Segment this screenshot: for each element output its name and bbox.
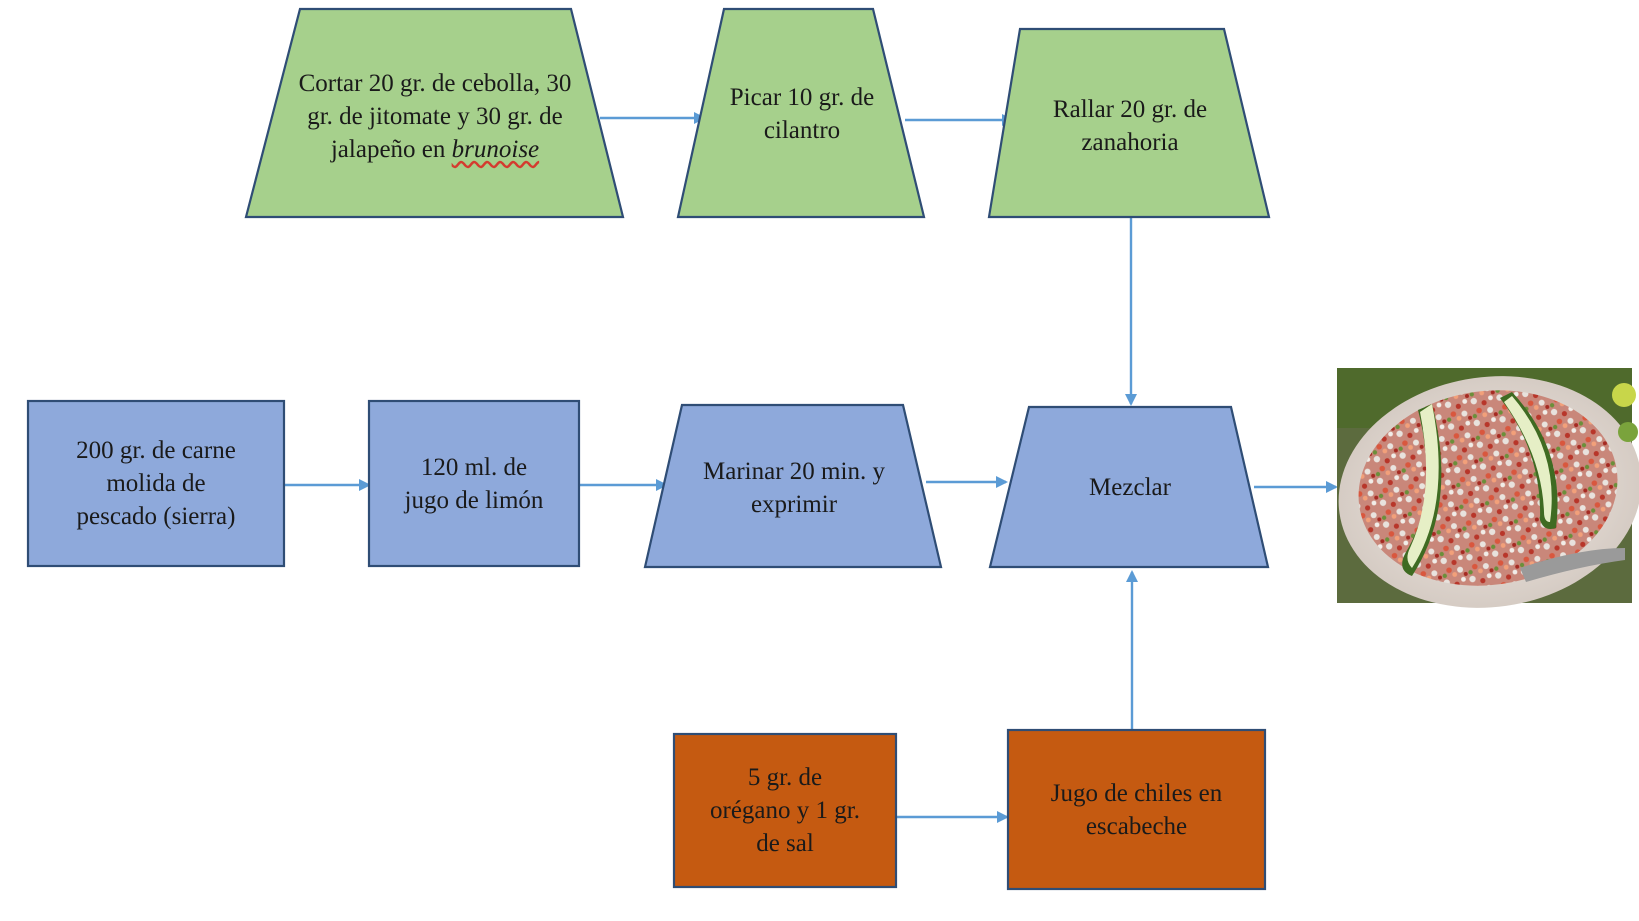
node-chiles-line-2: escabeche (1085, 812, 1188, 840)
node-carne-label: 200 gr. de carne molida de pescado (sier… (28, 401, 284, 566)
node-picar-shape (676, 7, 926, 219)
node-oregano-line-1: 5 gr. de (747, 764, 823, 791)
node-carne-line-3: pescado (sierra) (76, 503, 236, 530)
node-rallar-line-1: Rallar 20 gr. de (1052, 96, 1208, 123)
node-marinar-line-2: exprimir (750, 491, 838, 518)
node-oregano-line-2: orégano y 1 gr. (710, 797, 860, 824)
node-rallar-shape (987, 27, 1271, 219)
node-marinar-line-1: Marinar 20 min. y (703, 458, 885, 485)
node-mezclar-shape (988, 405, 1270, 569)
node-carne-line-1: 200 gr. de carne (76, 437, 236, 464)
node-chiles-line-1: Jugo de chiles en (1050, 779, 1223, 807)
node-picar-label: Picar 10 gr. de cilantro (700, 78, 904, 150)
node-rallar-label: Rallar 20 gr. de zanahoria (1010, 90, 1250, 162)
node-limon-line-1: 120 ml. de (420, 453, 528, 481)
node-marinar-label: Marinar 20 min. y exprimir (666, 452, 922, 524)
node-cortar-shape (244, 7, 625, 219)
node-carne-shape (26, 399, 286, 568)
node-limon-label: 120 ml. de jugo de limón (369, 401, 579, 566)
node-cortar-brunoise: brunoise (451, 135, 540, 163)
node-chiles-label: Jugo de chiles en escabeche (1008, 730, 1265, 889)
node-cortar-line-1: Cortar 20 gr. de cebolla, 30 (298, 69, 572, 97)
node-carne-line-2: molida de (106, 470, 206, 497)
node-picar-line-1: Picar 10 gr. de (729, 84, 875, 111)
node-cortar-line-3-text: jalapeño en (330, 135, 452, 163)
node-oregano-label: 5 gr. de orégano y 1 gr. de sal (674, 734, 896, 887)
node-marinar-shape (643, 403, 943, 569)
node-cortar-line-2: gr. de jitomate y 30 gr. de (307, 102, 563, 130)
node-oregano-line-3: de sal (756, 830, 814, 857)
node-picar-line-2: cilantro (763, 117, 841, 144)
node-oregano-shape (672, 732, 898, 889)
node-chiles-shape (1006, 728, 1267, 891)
node-limon-shape (367, 399, 581, 568)
ceviche-photo (1337, 368, 1639, 608)
node-mezclar-label: Mezclar (1010, 462, 1250, 512)
node-cortar-line-3: jalapeño en brunoise (299, 133, 572, 166)
node-mezclar-line-1: Mezclar (1089, 473, 1171, 501)
node-cortar-label: Cortar 20 gr. de cebolla, 30 gr. de jito… (262, 58, 608, 174)
node-rallar-line-2: zanahoria (1081, 129, 1179, 156)
node-limon-line-2: jugo de limón (404, 486, 544, 514)
